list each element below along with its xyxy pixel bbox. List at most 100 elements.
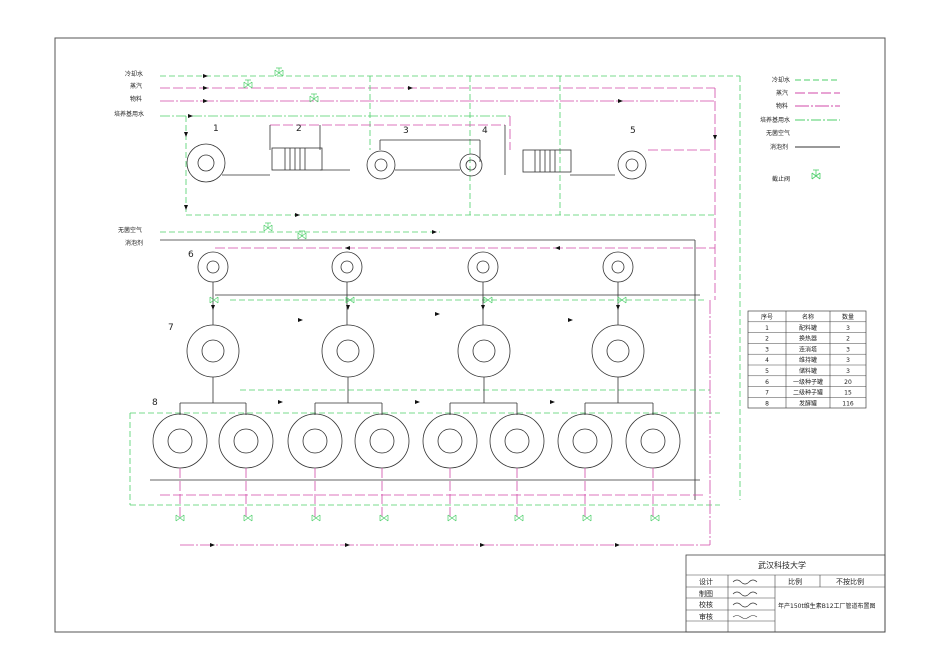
- tower-3: [366, 150, 396, 180]
- scale-label: 比例: [788, 577, 802, 586]
- valve-icon: [175, 514, 185, 522]
- school-name: 武汉科技大学: [758, 560, 806, 570]
- seed-tank-7b: [321, 324, 375, 403]
- arrow-icon: [550, 400, 555, 404]
- arrow-icon: [618, 99, 623, 103]
- arrow-icon: [211, 305, 215, 310]
- top-pipelines: [160, 75, 741, 500]
- legend-right-cooling: 冷却水: [772, 76, 790, 84]
- valve-icon: [514, 514, 524, 522]
- table-cell: 维持罐: [799, 356, 817, 364]
- table-cell: 20: [844, 379, 852, 386]
- table-cell: 3: [846, 357, 850, 364]
- arrow-icon: [203, 74, 208, 78]
- arrow-icon: [210, 543, 215, 547]
- valve-icon: [309, 93, 319, 103]
- signature: [732, 579, 758, 619]
- drawing-title: 年产150t维生素B12工厂管道布置图: [778, 602, 876, 610]
- table-cell: 一级种子罐: [793, 378, 823, 386]
- table-cell: 3: [846, 325, 850, 332]
- label-5: 5: [630, 126, 636, 136]
- seed-tank-7c: [457, 324, 511, 403]
- fermenter-8c: [287, 413, 343, 469]
- table-cell: 4: [765, 357, 769, 364]
- heat-exchanger-5a: [522, 149, 572, 173]
- seed-tanks-level6: [197, 251, 634, 325]
- legend-right-material: 物料: [776, 102, 788, 110]
- table-cell: 116: [842, 400, 854, 407]
- arrow-icon: [188, 114, 193, 118]
- valve-icon: [274, 67, 284, 77]
- valve-icon: [345, 296, 355, 304]
- legend-right-sterile-water: 培养基用水: [760, 116, 790, 124]
- table-cell: 配料罐: [799, 324, 817, 332]
- scale-value: 不按比例: [836, 577, 864, 586]
- heat-exchanger-2: [271, 147, 323, 171]
- arrow-icon: [345, 543, 350, 547]
- valves: [175, 67, 660, 522]
- table-header-cell: 数量: [842, 313, 854, 321]
- arrow-icon: [184, 132, 188, 137]
- fermenters-level8: [152, 402, 681, 518]
- fermenter-8g: [557, 413, 613, 469]
- label-6: 6: [188, 250, 194, 260]
- valve-icon: [582, 514, 592, 522]
- valve-icon: [483, 296, 493, 304]
- arrow-icon: [713, 135, 717, 140]
- label-8: 8: [152, 398, 158, 408]
- legend-left-cooling: 冷却水: [125, 70, 143, 78]
- table-cell: 连消塔: [799, 345, 817, 353]
- label-7: 7: [168, 323, 174, 333]
- fermenter-8b: [218, 413, 274, 469]
- arrow-icon: [415, 400, 420, 404]
- arrow-icon: [346, 305, 350, 310]
- arrow-icon: [432, 230, 437, 234]
- legend-right-valve: 截止阀: [772, 175, 790, 183]
- arrow-icon: [435, 312, 440, 316]
- fermenter-8a: [152, 413, 208, 469]
- arrow-icon: [408, 86, 413, 90]
- arrow-icon: [203, 86, 208, 90]
- table-cell: 1: [765, 325, 769, 332]
- label-4: 4: [482, 126, 488, 136]
- arrow-icon: [295, 213, 300, 217]
- arrow-icon: [345, 246, 350, 250]
- seed-tank-7a: [186, 324, 240, 403]
- valve-icon: [379, 514, 389, 522]
- seed-tank-6d: [602, 251, 634, 325]
- table-cell: 3: [765, 346, 769, 353]
- air-headers: [129, 231, 720, 546]
- table-header-cell: 序号: [761, 313, 773, 321]
- table-cell: 2: [765, 336, 769, 343]
- legend-left: 冷却水 蒸汽 物料 培养基用水 无菌空气 消泡剂: [114, 70, 144, 247]
- tank-5: [617, 150, 647, 180]
- check-label: 校核: [699, 600, 713, 609]
- valve-icon: [617, 296, 627, 304]
- valve-icon: [263, 222, 273, 232]
- label-1: 1: [213, 124, 219, 134]
- table-cell: 换热器: [799, 335, 817, 343]
- table-cell: 2: [846, 336, 850, 343]
- legend-left-defoamer: 消泡剂: [125, 239, 143, 247]
- legend-right-sterile-air: 无菌空气: [766, 129, 790, 137]
- table-cell: 15: [844, 390, 852, 397]
- seed-tank-6c: [467, 251, 499, 325]
- title-block: 武汉科技大学 设计 制图 校核 审核 比例 不按比例 年产150t维生素B12工…: [685, 554, 886, 633]
- legend-left-sterile-air: 无菌空气: [118, 226, 142, 234]
- label-3: 3: [403, 126, 409, 136]
- drawing-border: [54, 37, 886, 633]
- arrow-icon: [555, 246, 560, 250]
- valve-icon: [209, 296, 219, 304]
- table-header-cell: 名称: [802, 313, 814, 321]
- tank-1: [186, 143, 226, 183]
- legend-right-steam: 蒸汽: [776, 89, 788, 97]
- tank-4: [459, 153, 483, 177]
- table-cell: 二级种子罐: [793, 389, 823, 397]
- drawing-label: 制图: [699, 589, 713, 598]
- valve-icon: [447, 514, 457, 522]
- table-cell: 3: [846, 368, 850, 375]
- table-cell: 7: [765, 390, 769, 397]
- arrow-icon: [184, 205, 188, 210]
